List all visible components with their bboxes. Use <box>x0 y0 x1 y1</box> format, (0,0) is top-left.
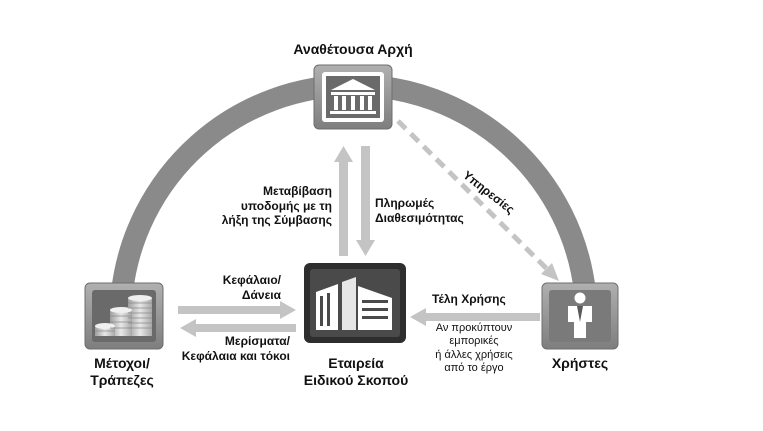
revenue-note-line1: Αν προκύπτουν <box>435 322 513 334</box>
shareholders-label-line1: Μέτοχοι/ <box>94 355 150 371</box>
payments-label-line1: Πληρωμές <box>375 196 435 210</box>
fees-label: Τέλη Χρήσης <box>432 292 506 306</box>
payments-arrow <box>356 146 375 256</box>
person-icon <box>541 282 619 350</box>
fees-arrow <box>410 308 540 326</box>
spv-label-line1: Εταιρεία <box>328 355 384 371</box>
services-arrow <box>396 119 559 281</box>
coin-stacks-icon <box>84 282 164 350</box>
revenue-note-line2: εμπορικές <box>449 335 499 348</box>
users-label: Χρήστες <box>551 355 609 371</box>
shareholders-label-line2: Τράπεζες <box>90 372 154 389</box>
transfer-label-line2: υποδομής με τη <box>240 198 332 213</box>
revenue-note: Αν προκύπτουν εμπορικές ή άλλες χρήσεις … <box>424 322 524 376</box>
payments-label: Πληρωμές Διαθεσιμότητας <box>375 196 464 225</box>
capital-label-line1: Κεφάλαιο/ <box>222 273 281 287</box>
transfer-label-line3: λήξη της Σύμβασης <box>221 213 332 228</box>
capital-label-line2: Δάνεια <box>241 287 281 302</box>
spv-label: Εταιρεία Ειδικού Σκοπού <box>283 355 429 389</box>
revenue-note-line4: από το έργο <box>444 362 504 375</box>
government-building-icon <box>313 64 393 130</box>
dividends-label: Μερίσματα/ Κεφάλαια και τόκοι <box>156 334 290 363</box>
capital-label: Κεφάλαιο/ Δάνεια <box>176 273 281 302</box>
transfer-label: Μεταβίβαση υποδομής με τη λήξη της Σύμβα… <box>218 184 332 228</box>
office-buildings-icon <box>304 263 406 343</box>
dividends-label-line2: Κεφάλαια και τόκοι <box>181 348 290 363</box>
authority-label: Αναθέτουσα Αρχή <box>293 41 413 57</box>
spv-label-line2: Ειδικού Σκοπού <box>303 372 409 389</box>
shareholders-label: Μέτοχοι/ Τράπεζες <box>72 355 172 389</box>
transfer-label-line1: Μεταβίβαση <box>263 184 332 198</box>
revenue-note-line3: ή άλλες χρήσεις <box>435 348 513 361</box>
dividends-arrow <box>180 319 296 337</box>
transfer-arrow <box>334 146 353 256</box>
dividends-label-line1: Μερίσματα/ <box>224 334 290 348</box>
capital-arrow <box>178 301 296 319</box>
payments-label-line2: Διαθεσιμότητας <box>375 210 464 225</box>
